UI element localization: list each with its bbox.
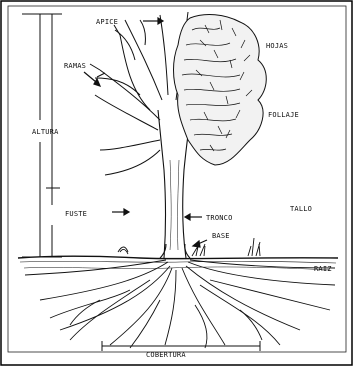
label-ramas: RAMAS [64, 62, 86, 70]
label-base: BASE [212, 232, 230, 240]
label-fuste: FUSTE [65, 210, 87, 218]
label-follaje: FOLLAJE [268, 111, 299, 119]
label-cobertura: COBERTURA [146, 351, 186, 359]
label-hojas: HOJAS [266, 42, 288, 50]
label-altura: ALTURA [32, 128, 59, 136]
label-tronco: TRONCO [206, 214, 233, 222]
label-raiz: RAIZ [314, 265, 332, 273]
label-tallo: TALLO [290, 205, 312, 213]
label-apice: APICE [96, 18, 118, 26]
